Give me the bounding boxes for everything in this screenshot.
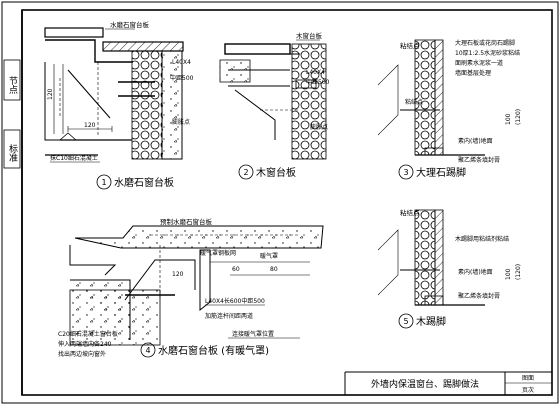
d4-title: 水磨石窗台板 (有暖气罩) <box>158 344 269 357</box>
d4-label-radiator: 连接暖气罩位置 <box>232 330 274 338</box>
d3-note-1: 大理石板或花岗石踢脚 <box>455 39 515 47</box>
d5-dim-b: (120) <box>515 264 522 280</box>
detail-4-sill-with-radiator-cover: 预制水磨石窗台板 暖气罩 暖气罩钢板网 120 60 80 L40X4长600中… <box>58 217 324 358</box>
side-box-bottom <box>3 129 21 169</box>
d4-note-1: C20细石混凝土窗台板 <box>58 330 118 338</box>
d1-label-angle: L40X4 <box>172 59 191 66</box>
side-label-bottom: 标准 <box>7 143 18 163</box>
d2-number: 2 <box>243 168 248 177</box>
detail-5-wood-skirting: 粘结点 木踢脚用粘结剂粘结 素内(墙)地面 聚乙烯条填封膏 100 (120) … <box>377 208 522 329</box>
d5-label-top: 粘结点 <box>400 208 420 217</box>
d3-dim-a: 100 <box>505 113 512 125</box>
d3-label-top: 粘结点 <box>400 41 420 50</box>
d2-label-bracket: 膨胀点 <box>310 123 328 131</box>
d4-dim-2: 60 <box>232 266 240 273</box>
d4-number: 4 <box>145 346 150 355</box>
d2-label-spacing: 中距500 <box>306 78 330 86</box>
page-label: 页次 <box>522 386 534 394</box>
d4-note-3: 找出两边坡向窗外 <box>58 350 106 358</box>
d4-dim-1: 120 <box>172 271 184 278</box>
d5-number: 5 <box>403 317 408 326</box>
d1-number: 1 <box>101 178 106 187</box>
d5-label-sill: 素内(墙)地面 <box>458 268 493 276</box>
detail-3-marble-skirting: 粘结点 大理石板或花岗石踢脚 10厚1:2.5水泥砂浆粘结 面刷素水泥浆一道 墙… <box>377 39 522 180</box>
d4-label-grille: 暖气罩钢板网 <box>200 249 236 257</box>
detail-1-water-terrazzo-sill: 水磨石窗台板 L40X4 中距500 膨胀点 抹C10细石混凝土 120 120… <box>44 20 194 190</box>
d3-note-4: 墙面基层处理 <box>455 69 491 77</box>
d4-label-cover: 暖气罩 <box>260 252 278 260</box>
d1-title: 水磨石窗台板 <box>114 176 174 189</box>
d4-label-bolt: 加筋连杆间距两道 <box>205 312 253 320</box>
d1-dim-b: 120 <box>84 122 96 129</box>
d5-label-note: 木踢脚用粘结剂粘结 <box>455 235 509 243</box>
d4-dim-3: 80 <box>270 266 278 273</box>
d3-note-2: 10厚1:2.5水泥砂浆粘结 <box>455 49 520 57</box>
d5-title: 木踢脚 <box>416 315 446 328</box>
d3-label-anchor: 粘结点 <box>405 98 423 106</box>
d1-label-spacing: 中距500 <box>170 74 194 82</box>
d5-dim-a: 100 <box>505 268 512 280</box>
d2-label-board: 木窗台板 <box>296 31 323 40</box>
d5-label-foam: 聚乙烯条填封膏 <box>458 292 500 300</box>
d4-label-angle: L40X4长600中距500 <box>205 297 265 305</box>
d3-note-3: 面刷素水泥浆一道 <box>455 59 503 67</box>
sheet-label: 图面 <box>522 375 534 382</box>
d2-label-angle: L40X4 <box>306 69 325 76</box>
d3-label-foam: 聚乙烯条填封膏 <box>458 156 500 164</box>
d3-label-sill: 素内(墙)地面 <box>458 137 493 145</box>
d1-label-board: 水磨石窗台板 <box>110 20 150 29</box>
d1-dim-a: 120 <box>47 88 54 100</box>
detail-2-wood-sill: 木窗台板 L40X4 中距500 膨胀点 2 木窗台板 <box>219 31 330 180</box>
title-block: 外墙内保温窗台、踢脚做法 图面 页次 <box>344 371 552 395</box>
side-label-top: 节点 <box>7 76 18 95</box>
d1-label-bracket: 膨胀点 <box>172 118 190 126</box>
footer-title: 外墙内保温窗台、踢脚做法 <box>371 378 479 390</box>
side-box-top <box>3 59 21 101</box>
d3-title: 大理石踢脚 <box>416 166 466 179</box>
d3-number: 3 <box>403 168 408 177</box>
d2-title: 木窗台板 <box>256 166 296 179</box>
d1-label-lintel: 抹C10细石混凝土 <box>50 154 98 162</box>
d4-note-2: 伸入两端墙内各240 <box>58 340 112 348</box>
d3-dim-b: (120) <box>515 109 522 125</box>
d4-label-board: 预制水磨石窗台板 <box>160 217 213 226</box>
